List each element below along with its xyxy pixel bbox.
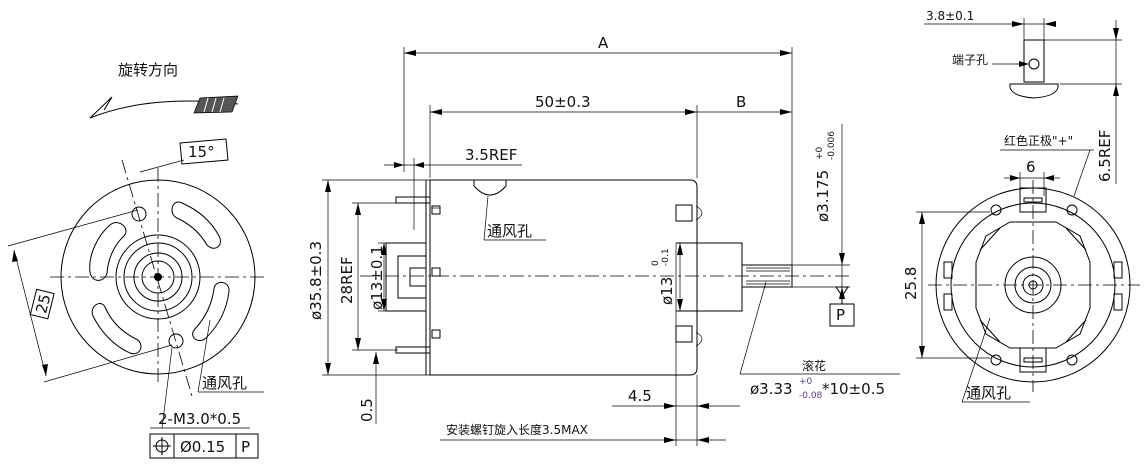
- knurl-tol-upper: +0: [799, 377, 813, 387]
- dim-13-tol-lower: -0.1: [661, 248, 671, 266]
- vent-slot-3: [91, 303, 142, 355]
- terminal-positive: [1019, 187, 1047, 213]
- screw-spec-label: 2-M3.0*0.5: [158, 410, 241, 428]
- dim-258-label: 25.8: [902, 267, 920, 300]
- dim-A-label: A: [598, 34, 609, 52]
- front-view: A 50±0.3 B 3.5REF 通风孔: [307, 34, 900, 446]
- angle-box: 15°: [139, 138, 229, 173]
- dim-13-left-label: ø13±0.1: [368, 245, 386, 310]
- knurl-tol-lower: -0.08: [799, 391, 823, 401]
- dim-28ref-label: 28REF: [338, 256, 356, 304]
- datum-P-label: P: [836, 306, 845, 324]
- dim-3175-label: ø3.175: [814, 170, 832, 222]
- dim-3175-tol-upper: +0: [815, 146, 825, 160]
- screw-hole-top: [131, 206, 147, 222]
- front-vent: [473, 180, 507, 196]
- dim-6-label: 6: [1026, 158, 1036, 176]
- dim-358-label: ø35.8±0.3: [307, 241, 325, 320]
- terminal-hole-label: 端子孔: [952, 53, 988, 67]
- vent-slot-1: [89, 222, 127, 281]
- right-view: 3.8±0.1 端子孔 6.5REF 红色正极"+" 6: [902, 9, 1140, 403]
- angle-label: 15°: [188, 143, 215, 161]
- left-view: 旋转方向 15°: [7, 61, 268, 459]
- front-vent-label: 通风孔: [487, 222, 532, 240]
- left-vent-label: 通风孔: [202, 374, 247, 392]
- terminal-hole: [1028, 58, 1040, 70]
- right-vent-label: 通风孔: [966, 384, 1011, 402]
- vent-slot-2: [171, 201, 221, 249]
- rotation-arrow-icon: [89, 95, 239, 119]
- position-tolerance-frame: Ø0.15 P: [149, 433, 259, 459]
- dim-05-label: 0.5: [358, 398, 376, 422]
- dim-B-label: B: [736, 93, 746, 111]
- dim-13-tol-upper: 0: [651, 260, 661, 266]
- tolerance-datum: P: [241, 438, 250, 456]
- tolerance-value: Ø0.15: [180, 438, 225, 456]
- dim-35ref-label: 3.5REF: [465, 146, 517, 164]
- dim-65ref-label: 6.5REF: [1096, 130, 1114, 182]
- screw-depth-label: 安装螺钉旋入长度3.5MAX: [446, 422, 588, 437]
- red-positive-label: 红色正极"+": [1004, 133, 1073, 148]
- dim-25-label: 25: [32, 292, 54, 315]
- knurl-dim-main: ø3.33: [750, 380, 793, 398]
- knurl-dim-len: *10±0.5: [822, 380, 885, 398]
- screw-hole-bottom: [168, 333, 184, 349]
- dim-38-label: 3.8±0.1: [926, 9, 974, 23]
- knurl-label: 滚花: [802, 358, 826, 373]
- rotation-direction-label: 旋转方向: [118, 61, 178, 79]
- dim-13-right-label: ø13: [658, 277, 676, 305]
- dim-45-label: 4.5: [628, 387, 652, 405]
- position-tolerance-icon: [153, 437, 171, 455]
- dim-50-label: 50±0.3: [535, 93, 591, 111]
- vent-slot-4: [192, 282, 230, 342]
- terminal-tab: [1023, 39, 1045, 83]
- dim-3175-tol-lower: -0.006: [827, 131, 837, 160]
- front-boss: [385, 242, 427, 312]
- datum-P-box: [829, 303, 855, 327]
- motor-body: [429, 179, 698, 376]
- rear-boss: [696, 242, 743, 312]
